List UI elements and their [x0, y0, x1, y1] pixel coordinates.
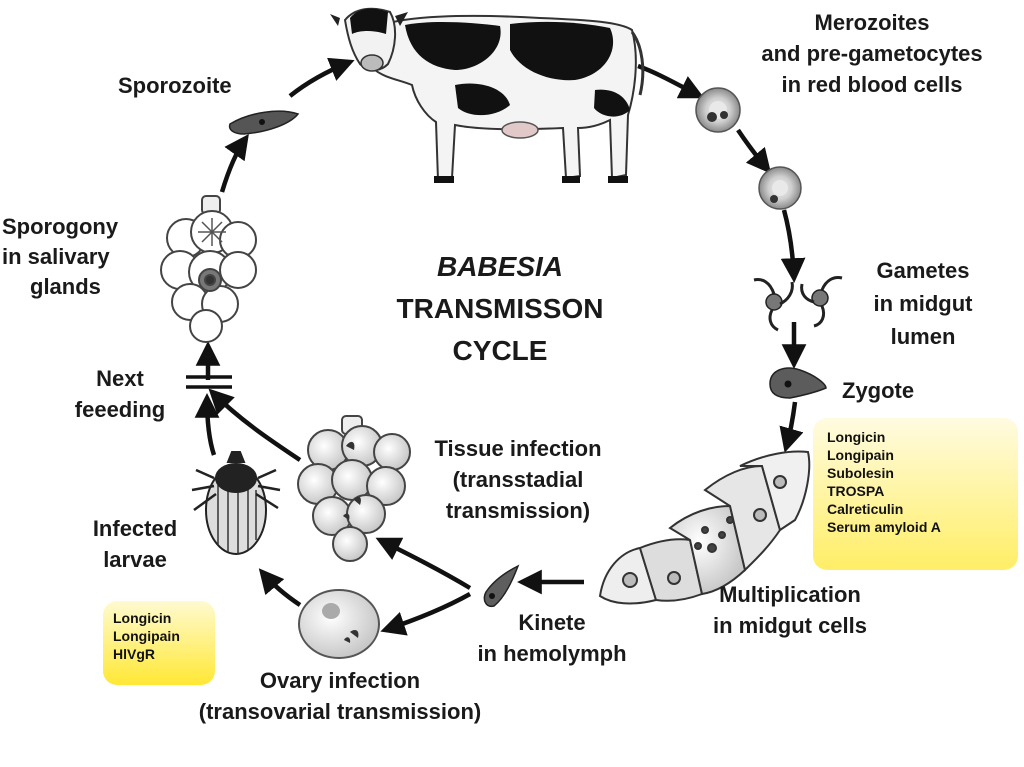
label-feeding-line-2: feeeding [74, 397, 166, 422]
label-sporogony-line-3: glands [30, 274, 101, 299]
label-larvae: Infected larvae [70, 516, 200, 572]
arrow-rbc-to-rbc [736, 128, 772, 174]
zygote-icon [769, 367, 827, 399]
label-merozoites: Merozoites and pre-gametocytes in red bl… [722, 10, 1022, 97]
diagram-title: BABESIA TRANSMISSON CYCLE [350, 246, 650, 372]
arrow-zygote-to-multiplication [779, 401, 804, 453]
label-tissue-line-1: Tissue infection [434, 436, 602, 461]
label-sporozoite-text: Sporozoite [118, 73, 232, 98]
label-gametes-line-2: in midgut [873, 291, 973, 316]
sporozoite-icon [228, 110, 300, 135]
label-sporogony: Sporogony in salivary glands [2, 214, 162, 299]
label-feeding: Next feeeding [50, 366, 190, 422]
label-zygote: Zygote [842, 378, 914, 403]
label-gametes: Gametes in midgut lumen [848, 258, 998, 349]
ovary-cell-icon [298, 589, 380, 659]
label-larvae-line-1: Infected [92, 516, 178, 541]
label-gametes-line-1: Gametes [876, 258, 970, 283]
cycle-arrows [194, 57, 807, 636]
label-sporogony-line-2: in salivary [2, 244, 110, 269]
label-multiplication-line-1: Multiplication [719, 582, 861, 607]
label-ovary-line-2: (transovarial transmission) [198, 699, 482, 724]
antigen-item: Serum amyloid A [827, 519, 941, 535]
red-blood-cell-icon-2 [758, 166, 802, 210]
salivary-gland-icon [160, 195, 257, 343]
label-multiplication-line-2: in midgut cells [712, 613, 868, 638]
tick-larva-icon [191, 451, 281, 555]
title-line-3: CYCLE [452, 335, 548, 366]
antigen-item: Longipain [113, 628, 180, 644]
label-feeding-line-1: Next [96, 366, 144, 391]
label-ovary-line-1: Ovary infection [259, 668, 421, 693]
label-multiplication: Multiplication in midgut cells [690, 582, 890, 638]
midgut-antigen-box: Longicin Longipain Subolesin TROSPA Calr… [813, 418, 1018, 570]
label-kinete-line-2: in hemolymph [477, 641, 627, 666]
label-merozoites-line-2: and pre-gametocytes [761, 41, 983, 66]
antigen-item: Longicin [113, 610, 172, 626]
red-blood-cell-icon [695, 87, 741, 133]
label-kinete-line-1: Kinete [518, 610, 586, 635]
antigen-item: TROSPA [827, 483, 885, 499]
antigen-item: Subolesin [827, 465, 894, 481]
antigen-item: Calreticulin [827, 501, 904, 517]
feeding-break-icon [186, 375, 232, 389]
arrow-larvae-to-feeding [194, 393, 220, 456]
label-sporozoite: Sporozoite [118, 73, 232, 98]
kinete-icon [483, 564, 520, 608]
label-ovary: Ovary infection (transovarial transmissi… [140, 668, 540, 724]
antigen-item: HlVgR [113, 646, 155, 662]
arrow-ovary-to-larvae [258, 568, 302, 607]
ovary-antigen-box: Longicin Longipain HlVgR [103, 601, 215, 685]
arrow-cow-to-rbc [637, 63, 705, 99]
midgut-cell-icon [598, 450, 811, 605]
label-kinete: Kinete in hemolymph [452, 610, 652, 666]
label-zygote-text: Zygote [842, 378, 915, 403]
label-gametes-line-3: lumen [890, 324, 956, 349]
arrow-kinete-to-tissue [375, 537, 472, 590]
label-tissue: Tissue infection (transstadial transmiss… [398, 436, 638, 523]
title-line-1: BABESIA [436, 251, 563, 282]
arrow-sporogony-to-sporozoite [219, 133, 249, 193]
label-merozoites-line-1: Merozoites [814, 10, 930, 35]
cow-icon [330, 7, 645, 183]
label-tissue-line-3: transmission) [445, 498, 591, 523]
label-sporogony-line-1: Sporogony [2, 214, 119, 239]
antigen-item: Longicin [827, 429, 886, 445]
title-line-2: TRANSMISSON [396, 293, 604, 324]
arrow-kinete-to-ovary [380, 592, 472, 636]
label-tissue-line-2: (transstadial [452, 467, 584, 492]
arrow-sporozoite-to-cow [288, 57, 355, 98]
tissue-cluster-icon [297, 415, 411, 562]
arrow-tissue-to-feeding [208, 388, 302, 462]
label-merozoites-line-3: in red blood cells [781, 72, 963, 97]
label-larvae-line-2: larvae [103, 547, 167, 572]
antigen-item: Longipain [827, 447, 894, 463]
arrow-rbc-to-gametes [780, 209, 806, 283]
gamete-icon [753, 276, 843, 332]
